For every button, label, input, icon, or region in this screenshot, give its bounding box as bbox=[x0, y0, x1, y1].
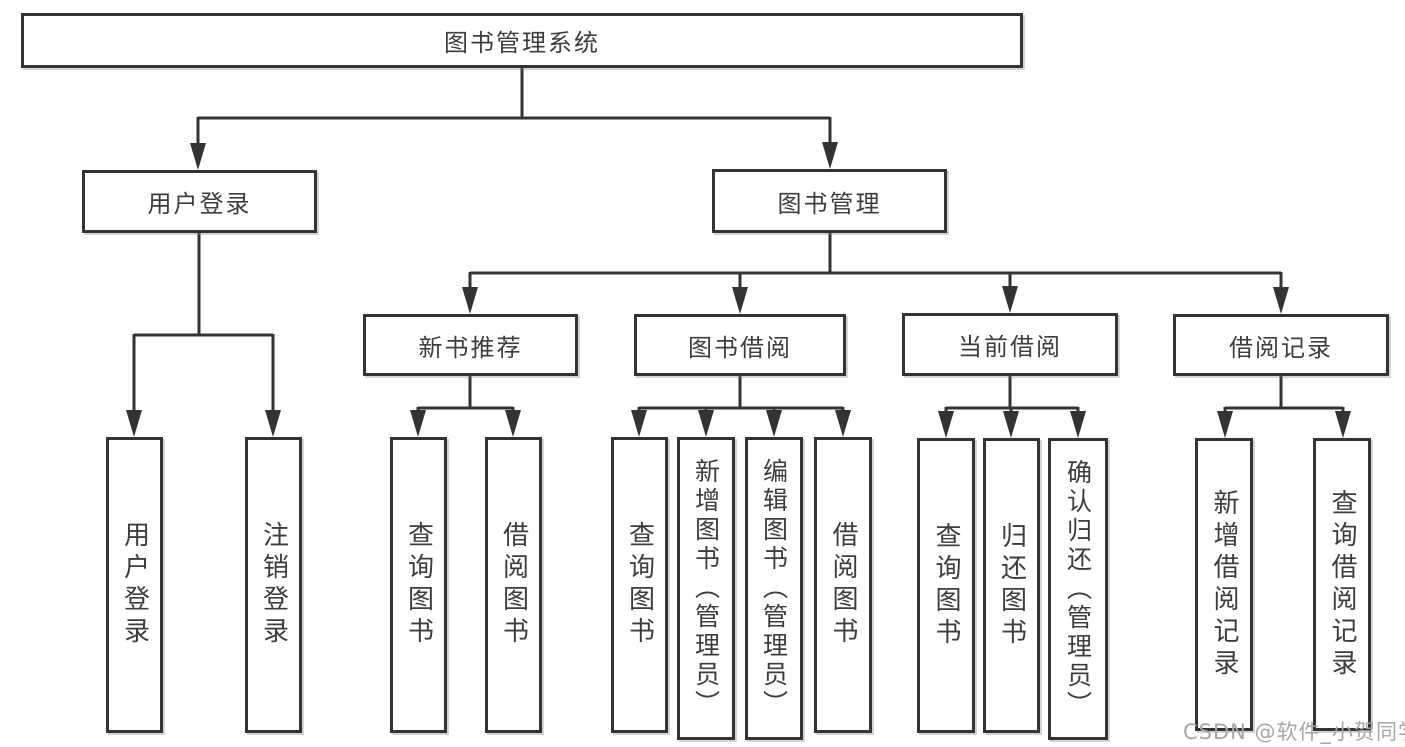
leaf-recommend-query-book-label: 查询图书 bbox=[403, 521, 434, 649]
leaf-edit-book-admin: 编辑图书（管理员） bbox=[745, 437, 803, 740]
leaf-add-book-admin-label: 新增图书（管理员） bbox=[691, 458, 721, 719]
leaf-confirm-return-admin-label: 确认归还（管理员） bbox=[1063, 458, 1093, 720]
node-user-login-label: 用户登录 bbox=[147, 190, 252, 218]
node-borrow-record-label: 借阅记录 bbox=[1229, 333, 1333, 362]
leaf-current-query-book: 查询图书 bbox=[917, 438, 975, 733]
node-new-book-recommend: 新书推荐 bbox=[363, 314, 578, 376]
node-user-login: 用户登录 bbox=[82, 170, 317, 233]
node-root-label: 图书管理系统 bbox=[444, 29, 600, 57]
node-current-borrow: 当前借阅 bbox=[902, 313, 1118, 376]
node-book-management: 图书管理 bbox=[712, 169, 947, 233]
leaf-confirm-return-admin: 确认归还（管理员） bbox=[1048, 438, 1108, 740]
node-borrow-record: 借阅记录 bbox=[1173, 314, 1389, 376]
arrowheads bbox=[126, 142, 1351, 438]
leaf-borrow-query-book: 查询图书 bbox=[611, 437, 668, 733]
leaf-add-borrow-record-label: 新增借阅记录 bbox=[1209, 488, 1239, 681]
node-current-borrow-label: 当前借阅 bbox=[958, 333, 1062, 361]
leaf-query-borrow-record: 查询借阅记录 bbox=[1313, 438, 1371, 731]
leaf-add-book-admin: 新增图书（管理员） bbox=[677, 437, 735, 740]
leaf-add-borrow-record: 新增借阅记录 bbox=[1195, 438, 1253, 731]
leaf-recommend-borrow-book: 借阅图书 bbox=[485, 437, 542, 733]
node-book-borrow-label: 图书借阅 bbox=[688, 333, 792, 362]
csdn-watermark: CSDN @软件_小贺同学 bbox=[1183, 720, 1405, 744]
leaf-borrow-borrow-book: 借阅图书 bbox=[814, 437, 872, 733]
leaf-recommend-query-book: 查询图书 bbox=[390, 437, 447, 733]
leaf-return-book: 归还图书 bbox=[983, 438, 1040, 733]
leaf-recommend-borrow-book-label: 借阅图书 bbox=[498, 521, 529, 649]
node-new-book-recommend-label: 新书推荐 bbox=[418, 333, 523, 362]
node-root: 图书管理系统 bbox=[21, 13, 1023, 68]
leaf-user-login: 用户登录 bbox=[106, 437, 163, 733]
leaf-logout-login: 注销登录 bbox=[245, 437, 302, 733]
leaf-edit-book-admin-label: 编辑图书（管理员） bbox=[759, 458, 789, 719]
node-book-management-label: 图书管理 bbox=[777, 189, 882, 218]
leaf-query-borrow-record-label: 查询借阅记录 bbox=[1327, 488, 1357, 681]
node-book-borrow: 图书借阅 bbox=[634, 314, 846, 376]
leaf-user-login-label: 用户登录 bbox=[119, 521, 150, 649]
leaf-current-query-book-label: 查询图书 bbox=[931, 521, 961, 650]
leaf-logout-login-label: 注销登录 bbox=[258, 521, 289, 649]
leaf-return-book-label: 归还图书 bbox=[996, 521, 1027, 650]
leaf-borrow-query-book-label: 查询图书 bbox=[624, 521, 655, 649]
leaf-borrow-borrow-book-label: 借阅图书 bbox=[828, 521, 858, 649]
